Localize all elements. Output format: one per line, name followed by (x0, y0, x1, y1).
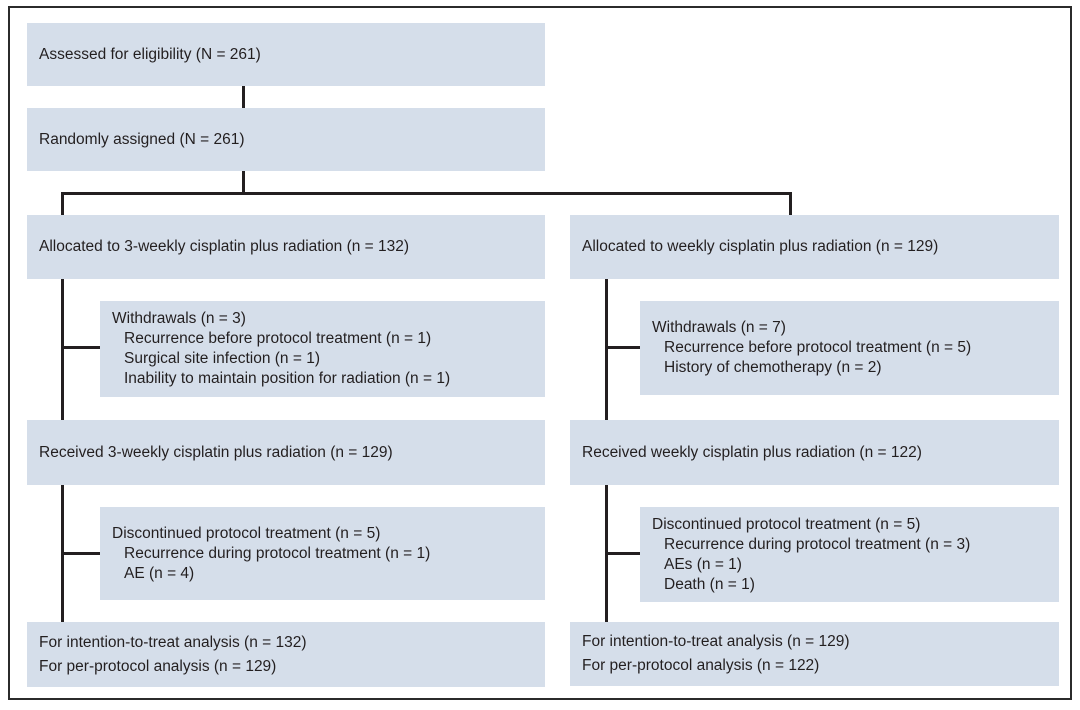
discontinued-reason: AEs (n = 1) (664, 555, 742, 573)
discontinued-reason: AE (n = 4) (124, 564, 195, 582)
discontinued-box-3weekly: Discontinued protocol treatment (n = 5) … (100, 507, 545, 600)
discontinued-reason: Recurrence during protocol treatment (n … (124, 544, 431, 562)
connector-right-discontinued-stub (605, 552, 640, 555)
analysis-box-weekly: For intention-to-treat analysis (n = 129… (570, 622, 1059, 686)
discontinued-title-weekly: Discontinued protocol treatment (n = 5) (652, 515, 921, 533)
withdrawal-reason: History of chemotherapy (n = 2) (664, 359, 882, 376)
assessed-label: Assessed for eligibility (N = 261) (39, 45, 261, 63)
withdrawals-box-3weekly: Withdrawals (n = 3) Recurrence before pr… (100, 301, 545, 397)
discontinued-box-weekly: Discontinued protocol treatment (n = 5) … (640, 507, 1059, 602)
allocated-box-weekly: Allocated to weekly cisplatin plus radia… (570, 215, 1059, 279)
connector-left-alloc-received (61, 279, 64, 420)
received-label-weekly: Received weekly cisplatin plus radiation… (582, 443, 922, 461)
withdrawal-reason: Recurrence before protocol treatment (n … (664, 339, 972, 356)
received-label-3weekly: Received 3-weekly cisplatin plus radiati… (39, 443, 393, 461)
received-box-3weekly: Received 3-weekly cisplatin plus radiati… (27, 420, 545, 485)
withdrawal-reason: Surgical site infection (n = 1) (124, 350, 320, 367)
connector-left-discontinued-stub (61, 552, 100, 555)
itt-analysis-label: For intention-to-treat analysis (n = 129… (582, 633, 850, 650)
itt-analysis-label: For intention-to-treat analysis (n = 132… (39, 633, 307, 651)
analysis-box-3weekly: For intention-to-treat analysis (n = 132… (27, 622, 545, 687)
allocated-box-3weekly: Allocated to 3-weekly cisplatin plus rad… (27, 215, 545, 279)
allocated-label-weekly: Allocated to weekly cisplatin plus radia… (582, 238, 939, 255)
discontinued-reason: Death (n = 1) (664, 575, 755, 593)
connector-right-drop (789, 192, 792, 215)
per-protocol-analysis-label: For per-protocol analysis (n = 122) (582, 657, 820, 674)
connector-branch-horizontal (61, 192, 792, 195)
withdrawals-box-weekly: Withdrawals (n = 7) Recurrence before pr… (640, 301, 1059, 395)
per-protocol-analysis-label: For per-protocol analysis (n = 129) (39, 657, 277, 675)
randomized-box: Randomly assigned (N = 261) (27, 108, 545, 171)
discontinued-title-3weekly: Discontinued protocol treatment (n = 5) (112, 524, 381, 542)
connector-left-drop (61, 192, 64, 215)
received-box-weekly: Received weekly cisplatin plus radiation… (570, 420, 1059, 485)
connector-right-alloc-received (605, 279, 608, 420)
withdrawal-reason: Inability to maintain position for radia… (124, 370, 451, 387)
assessed-box: Assessed for eligibility (N = 261) (27, 23, 545, 86)
allocated-label-3weekly: Allocated to 3-weekly cisplatin plus rad… (39, 238, 410, 255)
withdrawal-reason: Recurrence before protocol treatment (n … (124, 330, 432, 347)
randomized-label: Randomly assigned (N = 261) (39, 130, 245, 148)
discontinued-reason: Recurrence during protocol treatment (n … (664, 535, 971, 553)
connector-left-withdrawals-stub (61, 346, 100, 349)
connector-right-withdrawals-stub (605, 346, 640, 349)
withdrawals-title-3weekly: Withdrawals (n = 3) (112, 310, 246, 327)
connector-assessed-randomized (242, 86, 245, 108)
connector-randomized-branch (242, 171, 245, 195)
withdrawals-title-weekly: Withdrawals (n = 7) (652, 319, 786, 336)
